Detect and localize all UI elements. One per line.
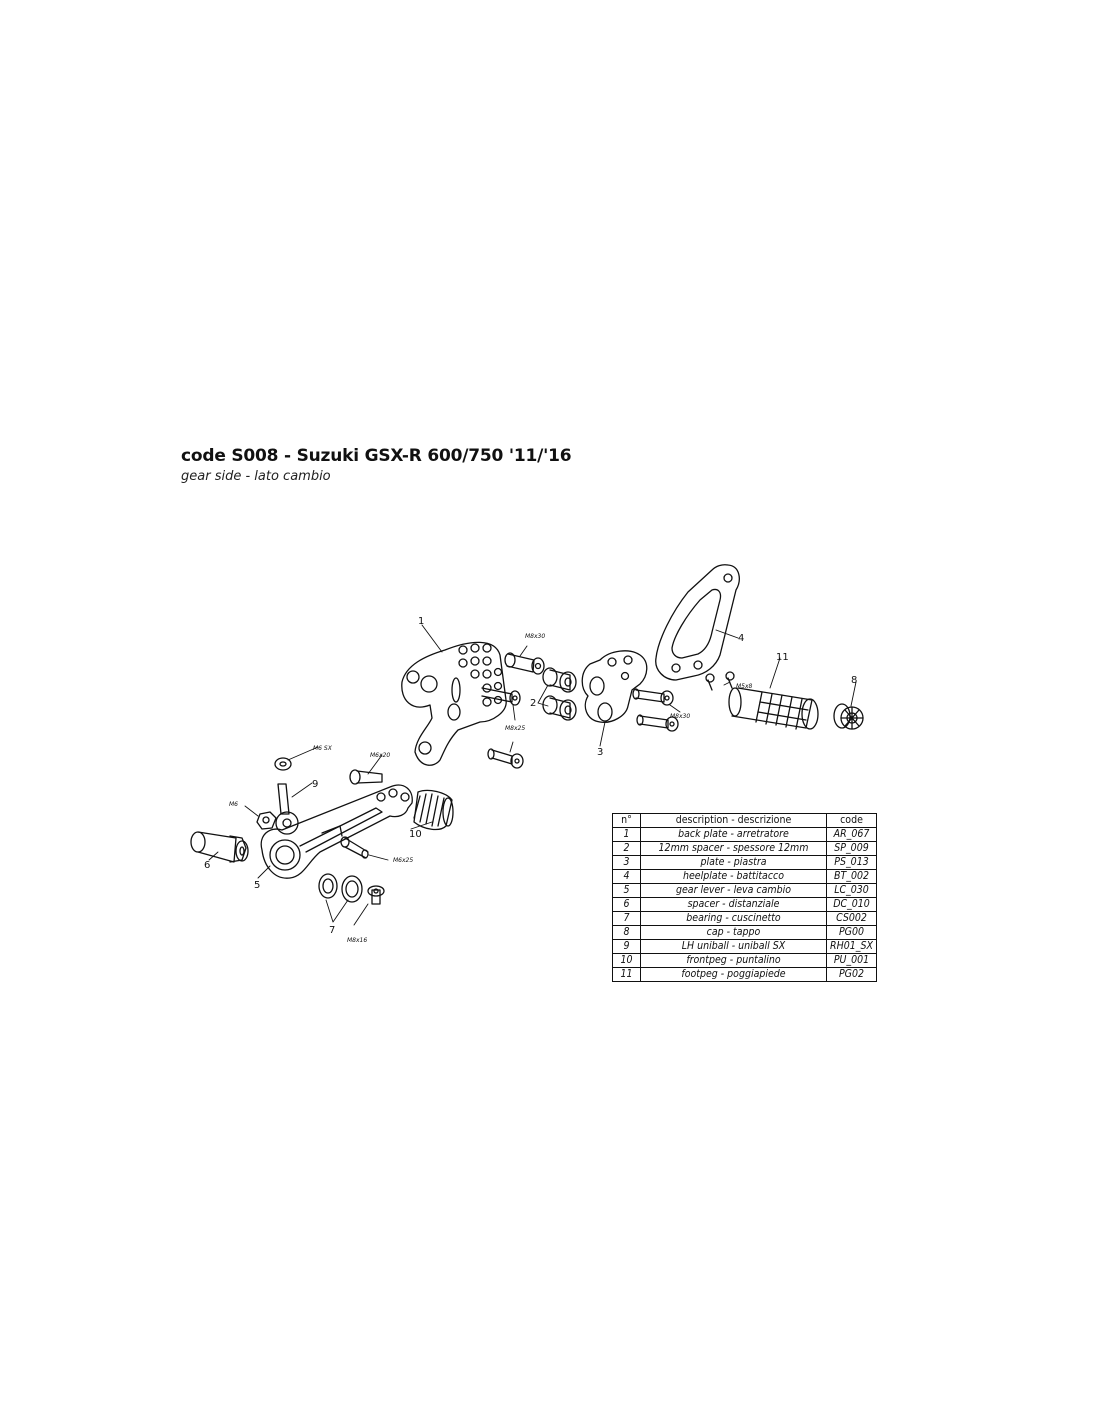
frontpeg-part [413,789,454,831]
bolt-label-m5x8: M5x8 [736,683,753,690]
row-code: RH01_SX [826,939,877,954]
table-row: 2 12mm spacer - spessore 12mm SP_009 [612,841,877,856]
row-description: footpeg - poggiapiede [640,967,827,982]
part-label-6: 6 [204,860,210,871]
part-label-10: 10 [409,829,422,840]
table-row: 9 LH uniball - uniball SX RH01_SX [612,939,877,954]
part-label-3: 3 [597,747,603,758]
part-label-11: 11 [776,652,789,663]
part-label-9: 9 [312,779,318,790]
row-code: CS002 [826,911,877,926]
part-label-7: 7 [329,925,335,936]
row-number: 3 [612,855,641,870]
part-label-1: 1 [418,616,424,627]
row-code: PU_001 [826,953,877,968]
plate-part [581,650,648,723]
row-number: 9 [612,939,641,954]
bolt-label-m6-sx: M6 SX [313,745,333,752]
header-number: n° [612,813,641,828]
row-number: 7 [612,911,641,926]
row-description: 12mm spacer - spessore 12mm [640,841,827,856]
bolt-label-m6x20: M6x20 [370,752,390,759]
part-label-8: 8 [851,675,857,686]
uniball-part [274,757,299,835]
table-row: 4 heelplate - battitacco BT_002 [612,869,877,884]
gear-lever-part [260,784,413,879]
row-code: SP_009 [826,841,877,856]
row-code: AR_067 [826,827,877,842]
row-description: frontpeg - puntalino [640,953,827,968]
bearing-part [318,873,363,903]
table-row: 8 cap - tappo PG00 [612,925,877,940]
row-number: 5 [612,883,641,898]
row-description: back plate - arretratore [640,827,827,842]
row-number: 6 [612,897,641,912]
table-row: 10 frontpeg - puntalino PU_001 [612,953,877,968]
row-number: 2 [612,841,641,856]
footpeg-part [728,687,819,730]
m8x30-screw [504,652,545,675]
bolt-label-m6: M6 [229,801,238,808]
row-description: LH uniball - uniball SX [640,939,827,954]
m8x30-screw-right [632,688,679,732]
page-subtitle: gear side - lato cambio [181,469,331,484]
row-code: PG00 [826,925,877,940]
m6-nut [256,811,277,830]
row-number: 11 [612,967,641,982]
table-row: 3 plate - piastra PS_013 [612,855,877,870]
m6x20-screw [349,769,383,785]
leader-lines [208,624,857,926]
row-number: 8 [612,925,641,940]
part-label-4: 4 [738,633,744,644]
row-code: LC_030 [826,883,877,898]
table-row: 1 back plate - arretratore AR_067 [612,827,877,842]
row-code: PS_013 [826,855,877,870]
table-row: 7 bearing - cuscinetto CS002 [612,911,877,926]
m8x25-screw [481,687,524,769]
m5x8-screw [705,671,735,691]
page-title: code S008 - Suzuki GSX-R 600/750 '11/'16 [181,446,572,466]
part-label-2: 2 [530,698,536,709]
table-row: 11 footpeg - poggiapiede PG02 [612,967,877,982]
m8x16-screw [367,885,385,905]
row-number: 10 [612,953,641,968]
cap-part [833,703,864,730]
m6x25-screw [340,836,369,859]
bolt-label-m8x25: M8x25 [505,725,525,732]
row-description: cap - tappo [640,925,827,940]
row-description: spacer - distanziale [640,897,827,912]
row-description: bearing - cuscinetto [640,911,827,926]
row-description: gear lever - leva cambio [640,883,827,898]
table-row: 6 spacer - distanziale DC_010 [612,897,877,912]
parts-table: n° description - descrizione code 1 back… [612,813,877,982]
parts-table-header: n° description - descrizione code [612,813,877,828]
bolt-label-m8x30-right: M8x30 [670,713,690,720]
row-description: plate - piastra [640,855,827,870]
header-description: description - descrizione [640,813,827,828]
spacer-part [542,667,577,721]
row-number: 4 [612,869,641,884]
header-code: code [826,813,877,828]
back-plate-part [401,641,507,766]
row-code: PG02 [826,967,877,982]
heelplate-part [655,564,740,681]
row-description: heelplate - battitacco [640,869,827,884]
bolt-label-m8x16: M8x16 [347,937,367,944]
part-label-5: 5 [254,880,260,891]
bolt-label-m8x30: M8x30 [525,633,545,640]
row-code: DC_010 [826,897,877,912]
table-row: 5 gear lever - leva cambio LC_030 [612,883,877,898]
spacer-6-part [190,831,249,863]
row-code: BT_002 [826,869,877,884]
bolt-label-m6x25: M6x25 [393,857,413,864]
row-number: 1 [612,827,641,842]
